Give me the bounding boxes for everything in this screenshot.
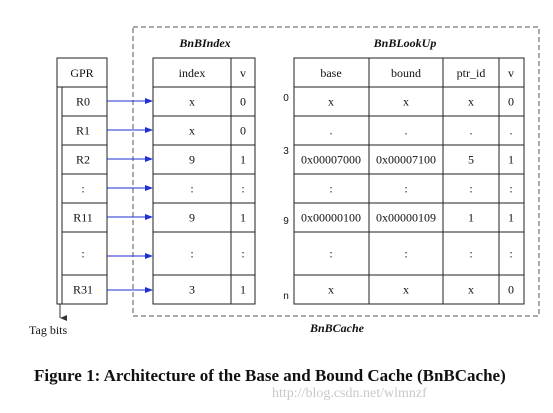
- gpr-register-cell: :: [81, 182, 84, 196]
- bnbindex-title: BnBIndex: [178, 36, 230, 50]
- lookup-cell: .: [470, 124, 473, 138]
- index-valid-cell: 1: [240, 153, 246, 167]
- lookup-cell: x: [328, 95, 334, 109]
- lookup-base-header: base: [320, 66, 341, 80]
- index-valid-cell: :: [241, 182, 244, 196]
- index-value-cell: :: [190, 247, 193, 261]
- lookup-cell: :: [329, 182, 332, 196]
- lookup-row-index: 9: [283, 216, 289, 227]
- lookup-cell: x: [468, 283, 474, 297]
- gpr-register-cell: :: [81, 247, 84, 261]
- lookup-cell: x: [403, 283, 409, 297]
- lookup-cell: .: [510, 124, 513, 138]
- index-value-cell: x: [189, 124, 195, 138]
- index-value-cell: x: [189, 95, 195, 109]
- lookup-ptrid-header: ptr_id: [457, 66, 486, 80]
- lookup-cell: 0x00007100: [376, 153, 436, 167]
- gpr-register-cell: R2: [76, 153, 90, 167]
- index-valid-cell: 1: [240, 211, 246, 225]
- lookup-cell: 0x00000100: [301, 211, 361, 225]
- lookup-row-index: 0: [283, 93, 289, 104]
- lookup-cell: 0x00007000: [301, 153, 361, 167]
- lookup-cell: 1: [508, 211, 514, 225]
- lookup-cell: x: [403, 95, 409, 109]
- gpr-register-cell: R1: [76, 124, 90, 138]
- lookup-cell: :: [329, 247, 332, 261]
- lookup-cell: 0: [508, 283, 514, 297]
- lookup-cell: :: [509, 247, 512, 261]
- tag-bits-label: Tag bits: [29, 323, 67, 337]
- lookup-cell: x: [468, 95, 474, 109]
- index-value-cell: 9: [189, 211, 195, 225]
- index-valid-cell: :: [241, 247, 244, 261]
- lookup-bound-header: bound: [391, 66, 421, 80]
- lookup-cell: 5: [468, 153, 474, 167]
- bnblookup-title: BnBLookUp: [373, 36, 437, 50]
- gpr-register-cell: R11: [73, 211, 93, 225]
- gpr-register-cell: R0: [76, 95, 90, 109]
- index-valid-cell: 0: [240, 124, 246, 138]
- lookup-cell: :: [404, 182, 407, 196]
- lookup-cell: .: [330, 124, 333, 138]
- index-valid-header: v: [240, 66, 246, 80]
- index-value-cell: 9: [189, 153, 195, 167]
- lookup-cell: 0: [508, 95, 514, 109]
- lookup-cell: :: [469, 182, 472, 196]
- lookup-cell: .: [405, 124, 408, 138]
- lookup-row-index: 3: [283, 146, 289, 157]
- lookup-cell: :: [469, 247, 472, 261]
- gpr-register-cell: R31: [73, 283, 93, 297]
- figure-caption: Figure 1: Architecture of the Base and B…: [34, 366, 506, 385]
- index-header: index: [179, 66, 206, 80]
- lookup-cell: 0x00000109: [376, 211, 436, 225]
- lookup-cell: :: [509, 182, 512, 196]
- lookup-cell: :: [404, 247, 407, 261]
- index-valid-cell: 0: [240, 95, 246, 109]
- index-valid-cell: 1: [240, 283, 246, 297]
- bnbcache-label: BnBCache: [309, 321, 365, 335]
- gpr-to-index-arrows: [107, 98, 153, 293]
- lookup-row-index: n: [283, 291, 289, 302]
- bnbcache-boundary: [132, 26, 540, 317]
- lookup-cell: x: [328, 283, 334, 297]
- gpr-header: GPR: [70, 66, 93, 80]
- watermark: http://blog.csdn.net/wlmnzf: [272, 386, 427, 401]
- index-value-cell: 3: [189, 283, 195, 297]
- lookup-cell: 1: [508, 153, 514, 167]
- lookup-valid-header: v: [508, 66, 514, 80]
- index-value-cell: :: [190, 182, 193, 196]
- lookup-cell: 1: [468, 211, 474, 225]
